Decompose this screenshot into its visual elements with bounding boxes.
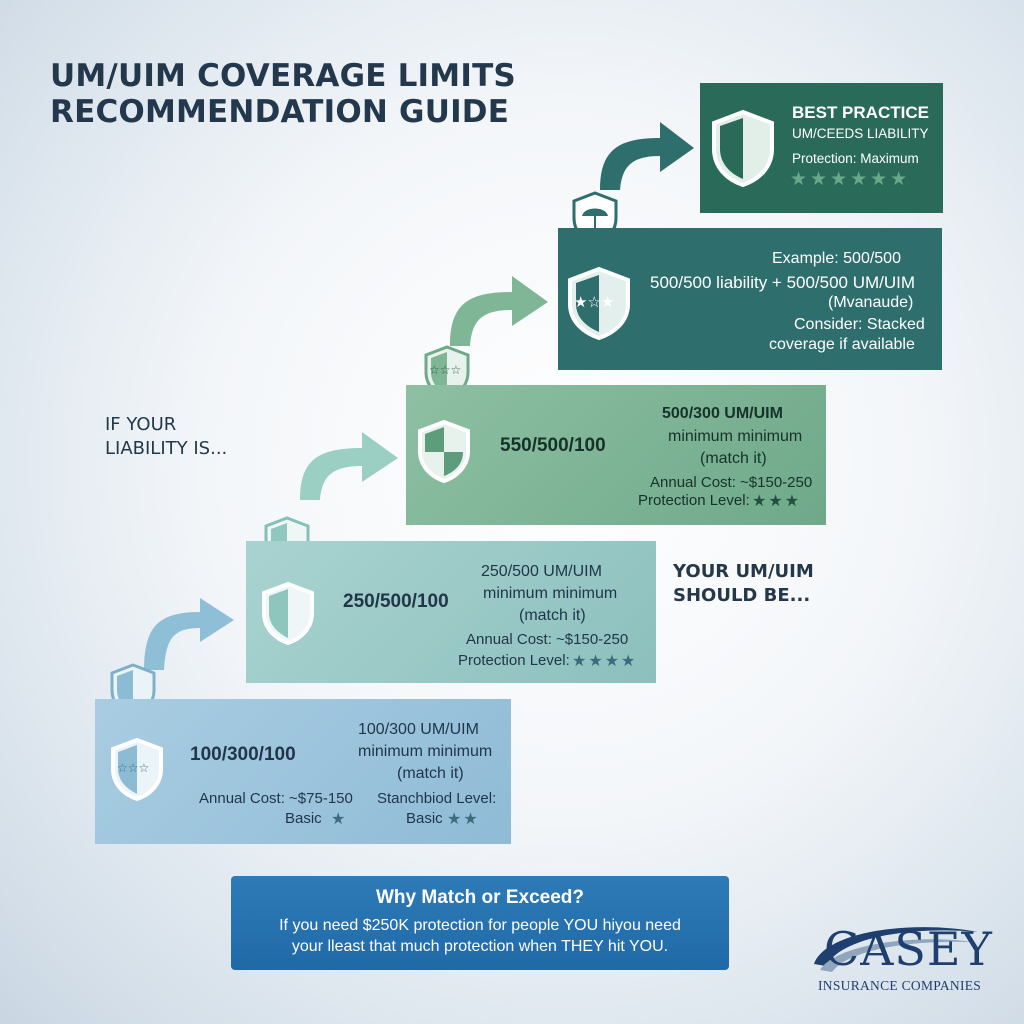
shield-icon <box>712 109 774 188</box>
logo-tagline: INSURANCE COMPANIES <box>818 978 982 993</box>
tier-1-cost: Annual Cost: ~$75-150 <box>199 790 353 807</box>
curved-arrow-icon <box>450 276 548 346</box>
tier-2-cost: Annual Cost: ~$150-250 <box>466 631 629 648</box>
shield-icon <box>111 737 163 802</box>
tier-4-line-3: (Mvanaude) <box>828 294 914 311</box>
tier-2-um-line-1: 250/500 UM/UIM <box>481 563 602 580</box>
curved-arrow-icon <box>300 432 398 500</box>
tier-1-extra-label: Stanchbiod Level: <box>377 790 497 807</box>
tier-1-stars: ★ <box>331 811 348 828</box>
tier-4-line-5: coverage if available <box>769 336 915 353</box>
tier-4-shield-stars: ★☆★ <box>574 294 615 311</box>
tier-1-extra-level: Basic <box>406 810 443 827</box>
logo-swoosh-icon <box>814 927 978 972</box>
tier-1-card: ☆☆☆ 100/300/100 100/300 UM/UIM minimum m… <box>95 699 511 844</box>
tier-4-line-1: Example: 500/500 <box>772 250 901 267</box>
tier-3-liability: 550/500/100 <box>500 435 606 456</box>
tier-4-line-4: Consider: Stacked <box>794 316 925 333</box>
tier-3-um-line-2: minimum minimum <box>668 428 803 445</box>
curved-arrow-icon <box>144 598 234 670</box>
tier-2-protection: Protection Level: <box>458 652 570 669</box>
tier-5-line-1: BEST PRACTICE <box>792 103 929 122</box>
um-uim-label-line-1: YOUR UM/UIM <box>673 561 814 582</box>
um-uim-label: YOUR UM/UIM SHOULD BE... <box>673 560 814 608</box>
tier-3-cost: Annual Cost: ~$150-250 <box>650 474 813 491</box>
um-uim-label-line-2: SHOULD BE... <box>673 585 811 606</box>
tier-1-liability: 100/300/100 <box>190 744 296 765</box>
tier-1-level: Basic <box>285 810 322 827</box>
casey-logo: CASEY INSURANCE COMPANIES <box>806 920 992 1000</box>
tier-5-card: BEST PRACTICE UM/CEEDS LIABILITY Protect… <box>700 83 943 213</box>
why-match-callout: Why Match or Exceed? If you need $250K p… <box>231 876 729 970</box>
tier-2-stars: ★★★★ <box>572 653 638 670</box>
tier-3-um-line-1: 500/300 UM/UIM <box>662 405 783 422</box>
shield-icon <box>568 266 630 341</box>
liability-label-line-2: LIABILITY IS... <box>105 438 228 459</box>
tier-3-um-line-3: (match it) <box>700 450 767 467</box>
tier-2-card: 250/500/100 250/500 UM/UIM minimum minim… <box>246 541 656 683</box>
tier-3-stars: ★★★ <box>752 493 802 510</box>
tier-4-card: ★☆★ Example: 500/500 500/500 liability +… <box>558 228 942 370</box>
tier-2-um-line-2: minimum minimum <box>483 585 618 602</box>
tier-3-card: 550/500/100 500/300 UM/UIM minimum minim… <box>406 385 826 525</box>
callout-line-1: If you need $250K protection for people … <box>279 917 681 934</box>
title-line-2: RECOMMENDATION GUIDE <box>50 94 510 130</box>
tier-2-liability: 250/500/100 <box>343 591 449 612</box>
title-line-1: UM/UIM COVERAGE LIMITS <box>50 58 516 94</box>
callout-heading: Why Match or Exceed? <box>376 887 584 908</box>
tier-5-line-2: UM/CEEDS LIABILITY <box>792 126 929 141</box>
tier-1-um-line-2: minimum minimum <box>358 743 493 760</box>
tier-5-line-3: Protection: Maximum <box>792 151 919 166</box>
tier-3-protection: Protection Level: <box>638 492 750 509</box>
callout-line-2: your lleast that much protection when TH… <box>291 938 669 955</box>
tier-2-um-line-3: (match it) <box>519 607 586 624</box>
shield-icon <box>262 581 314 646</box>
liability-label-line-1: IF YOUR <box>105 414 177 435</box>
liability-label: IF YOUR LIABILITY IS... <box>105 413 227 461</box>
connector-stars: ☆☆☆ <box>429 363 462 377</box>
tier-4-line-2: 500/500 liability + 500/500 UM/UIM <box>650 273 916 292</box>
shield-icon <box>418 419 470 484</box>
tier-1-shield-stars: ☆☆☆ <box>117 761 150 775</box>
tier-1-extra-stars: ★★ <box>447 811 480 828</box>
tier-1-um-line-1: 100/300 UM/UIM <box>358 721 479 738</box>
tier-1-um-line-3: (match it) <box>397 765 464 782</box>
tier-5-stars: ★★★★★★ <box>790 169 911 190</box>
curved-arrow-icon <box>600 122 694 190</box>
logo-wordmark: CASEY <box>824 922 993 976</box>
page-title: UM/UIM COVERAGE LIMITS RECOMMENDATION GU… <box>50 58 516 130</box>
